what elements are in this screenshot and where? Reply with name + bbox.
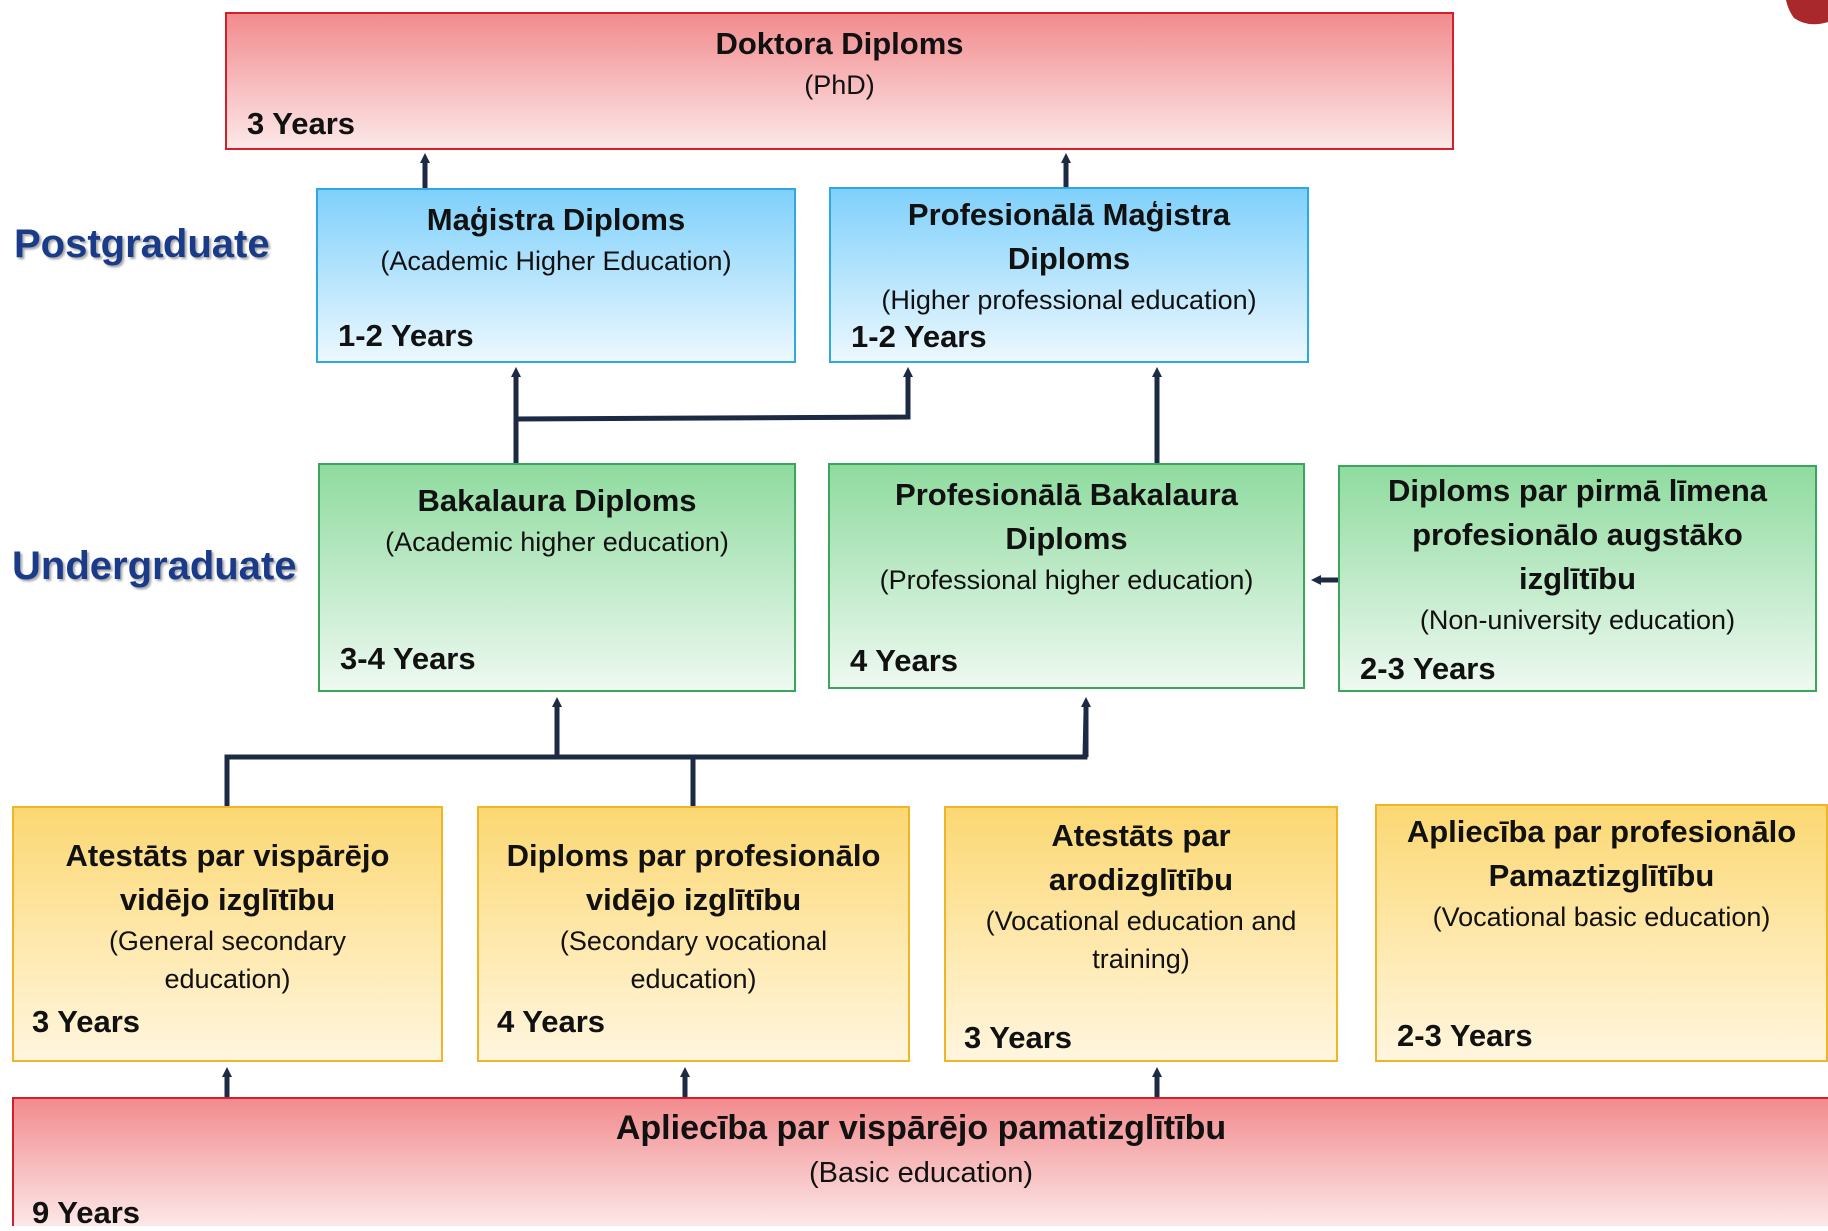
magistra-box: Maģistra Diploms (Academic Higher Educat… [316, 188, 796, 363]
diploms-prof-videjo-subtitle-line2: education) [630, 964, 757, 994]
atestats-vispar-box: Atestāts par vispārējo vidējo izglītību … [12, 806, 443, 1062]
prof-bakalaura-duration: 4 Years [850, 643, 959, 678]
atestats-vispar-subtitle-line2: education) [164, 964, 291, 994]
phd-duration: 3 Years [247, 106, 356, 141]
apliecība-pamaz-duration: 2-3 Years [1397, 1018, 1533, 1053]
prof-magistra-duration: 1-2 Years [851, 319, 987, 354]
apliecība-pamaz-subtitle: (Vocational basic education) [1432, 902, 1771, 932]
prof-magistra-subtitle: (Higher professional education) [881, 285, 1257, 315]
prof-magistra-title-line2: Diploms [1007, 241, 1131, 276]
line-secondary-to-bachelors [224, 711, 1089, 806]
atestats-arod-subtitle-line2: training) [1092, 944, 1190, 974]
diploms-prof-videjo-title-line1: Diploms par profesionālo [506, 838, 881, 873]
basic-education-subtitle: (Basic education) [808, 1157, 1034, 1189]
basic-education-duration: 9 Years [32, 1195, 141, 1230]
prof-bakalaura-subtitle: (Professional higher education) [879, 565, 1254, 595]
atestats-arod-duration: 3 Years [964, 1020, 1073, 1055]
atestats-vispar-subtitle-line1: (General secondary [108, 926, 347, 956]
atestats-vispar-duration: 3 Years [32, 1004, 141, 1039]
prof-magistra-box: Profesionālā Maģistra Diploms (Higher pr… [829, 187, 1309, 363]
magistra-duration: 1-2 Years [338, 318, 474, 353]
pirma-limena-title-line1: Diploms par pirmā līmena [1388, 473, 1767, 508]
prof-bakalaura-title-line2: Diploms [1005, 521, 1128, 556]
prof-bakalaura-title-line1: Profesionālā Bakalaura [895, 477, 1238, 512]
atestats-vispar-title-line1: Atestāts par vispārējo [65, 838, 390, 873]
diploms-prof-videjo-box: Diploms par profesionālo vidējo izglītīb… [477, 806, 910, 1062]
pirma-limena-title-line2: profesionālo augstāko [1412, 517, 1743, 552]
atestats-arod-title-line2: arodizglītību [1048, 862, 1234, 897]
atestats-arod-title-line1: Atestāts par [1051, 818, 1231, 853]
atestats-arod-subtitle-line1: (Vocational education and [985, 906, 1297, 936]
basic-education-box: Apliecība par vispārējo pamatizglītību (… [12, 1097, 1828, 1230]
apliecība-pamaz-box: Apliecība par profesionālo Pamaztizglītī… [1375, 804, 1828, 1062]
phd-box: Doktora Diploms (PhD) 3 Years [225, 12, 1454, 150]
bakalaura-duration: 3-4 Years [340, 641, 476, 676]
phd-subtitle: (PhD) [804, 70, 875, 100]
pirma-limena-subtitle: (Non-university education) [1419, 605, 1736, 635]
bakalaura-title: Bakalaura Diploms [417, 483, 697, 518]
pirma-limena-box: Diploms par pirmā līmena profesionālo au… [1338, 465, 1817, 692]
diploms-prof-videjo-subtitle-line1: (Secondary vocational [559, 926, 828, 956]
basic-education-title: Apliecība par vispārējo pamatizglītību [615, 1109, 1227, 1147]
line-bakalaura-to-masters [513, 381, 911, 463]
bakalaura-subtitle: (Academic higher education) [385, 527, 729, 557]
diploms-prof-videjo-duration: 4 Years [497, 1004, 606, 1039]
prof-magistra-title-line1: Profesionālā Maģistra [907, 197, 1231, 232]
atestats-vispar-title-line2: vidējo izglītību [119, 882, 336, 917]
undergraduate-label: Undergraduate [12, 544, 297, 588]
magistra-subtitle: (Academic Higher Education) [380, 246, 732, 276]
pirma-limena-title-line3: izglītību [1518, 561, 1637, 596]
prof-bakalaura-box: Profesionālā Bakalaura Diploms (Professi… [828, 463, 1305, 689]
pirma-limena-duration: 2-3 Years [1360, 651, 1496, 686]
diploms-prof-videjo-title-line2: vidējo izglītību [585, 882, 802, 917]
apliecība-pamaz-title-line1: Apliecība par profesionālo [1406, 814, 1797, 849]
phd-title: Doktora Diploms [715, 26, 964, 61]
atestats-arod-box: Atestāts par arodizglītību (Vocational e… [944, 806, 1338, 1062]
corner-decoration [1786, 0, 1828, 25]
bakalaura-box: Bakalaura Diploms (Academic higher educa… [318, 463, 796, 692]
magistra-title: Maģistra Diploms [426, 202, 686, 237]
apliecība-pamaz-title-line2: Pamaztizglītību [1488, 858, 1715, 893]
postgraduate-label: Postgraduate [14, 222, 270, 266]
